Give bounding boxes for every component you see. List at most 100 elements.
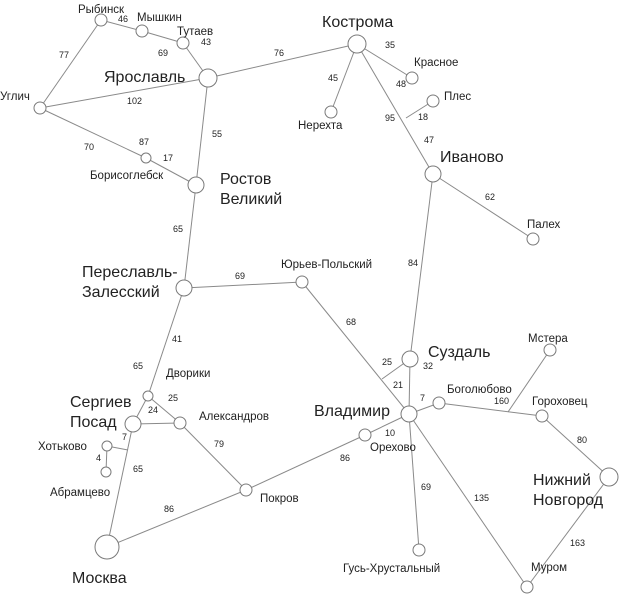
city-node-myshkin[interactable]	[135, 24, 149, 38]
road-line	[100, 19, 143, 32]
road-line	[106, 489, 247, 548]
road-line	[145, 157, 197, 186]
road-line	[245, 434, 366, 491]
city-node-pokrov[interactable]	[239, 483, 253, 497]
road-line	[207, 43, 358, 79]
city-label-borisoglebsk: Борисоглебск	[90, 170, 164, 182]
city-label-krasnoe: Красное	[414, 57, 458, 69]
city-label-nnovgorod: Нижний	[533, 472, 591, 489]
distance-label: 24	[148, 405, 158, 415]
city-node-nnovgorod[interactable]	[599, 467, 619, 487]
city-node-gus[interactable]	[412, 543, 426, 557]
distance-label: 135	[474, 493, 489, 503]
city-node-aleksandrov[interactable]	[173, 416, 187, 430]
city-label-pokrov: Покров	[260, 493, 299, 505]
road-line	[409, 173, 434, 360]
distance-label: 45	[328, 73, 338, 83]
city-label-pereslavl: Залесский	[82, 284, 160, 301]
city-node-orekhovo[interactable]	[358, 428, 372, 442]
city-node-khotkovo[interactable]	[101, 440, 113, 452]
road-line	[106, 423, 134, 548]
city-label-khotkovo: Хотьково	[38, 441, 87, 453]
city-node-yuryev[interactable]	[295, 275, 309, 289]
city-node-dvoriki[interactable]	[142, 390, 154, 402]
city-label-gus: Гусь-Хрустальный	[343, 563, 440, 575]
city-node-sergiev[interactable]	[124, 415, 142, 433]
city-node-kostroma[interactable]	[347, 34, 367, 54]
city-label-ples: Плес	[444, 91, 471, 103]
city-node-abramtsevo[interactable]	[100, 466, 112, 478]
city-node-rybinsk[interactable]	[94, 13, 108, 27]
city-label-dvoriki: Дворики	[166, 368, 210, 380]
city-node-ples[interactable]	[426, 94, 440, 108]
city-label-suzdal: Суздаль	[428, 344, 490, 361]
road-line	[438, 402, 543, 417]
city-node-mstera[interactable]	[543, 343, 557, 357]
road-line	[147, 395, 181, 424]
city-node-pereslavl[interactable]	[175, 279, 193, 297]
distance-label: 69	[158, 48, 168, 58]
road-line	[39, 19, 102, 109]
city-label-vladimir: Владимир	[314, 403, 390, 420]
road-line	[408, 413, 420, 551]
city-node-nerekhta[interactable]	[324, 105, 338, 119]
city-node-bogolyubovo[interactable]	[432, 396, 446, 410]
road-line	[141, 30, 184, 44]
distance-label: 25	[382, 357, 392, 367]
distance-label: 65	[133, 361, 143, 371]
city-node-suzdal[interactable]	[401, 350, 419, 368]
city-label-rostov: Ростов	[220, 171, 271, 188]
distance-label: 87	[139, 137, 149, 147]
road-line	[432, 173, 534, 240]
road-line	[526, 476, 610, 588]
distance-label: 55	[212, 129, 222, 139]
road-line	[408, 358, 411, 415]
city-node-rostov[interactable]	[187, 176, 205, 194]
city-label-rostov: Великий	[220, 191, 282, 208]
distance-label: 69	[235, 271, 245, 281]
city-node-ivanovo[interactable]	[424, 165, 442, 183]
road-line	[507, 349, 551, 413]
city-node-yaroslavl[interactable]	[198, 68, 218, 88]
distance-label: 163	[570, 538, 585, 548]
city-label-sergiev: Сергиев	[70, 394, 132, 411]
distance-label: 7	[122, 432, 127, 442]
city-label-palekh: Палех	[527, 219, 561, 231]
city-node-gorokhovets[interactable]	[535, 409, 549, 423]
distance-label: 46	[118, 14, 128, 24]
city-node-krasnoe[interactable]	[405, 71, 419, 85]
distance-label: 86	[340, 453, 350, 463]
road-line	[183, 184, 197, 289]
distance-label: 48	[396, 79, 406, 89]
distance-label: 43	[201, 37, 211, 47]
distance-label: 7	[420, 393, 425, 403]
distance-label: 4	[96, 453, 101, 463]
distance-label: 41	[172, 334, 182, 344]
city-node-murom[interactable]	[520, 580, 534, 594]
city-label-murom: Муром	[531, 562, 567, 574]
distance-label: 69	[421, 482, 431, 492]
city-label-rybinsk: Рыбинск	[78, 4, 125, 16]
road-line	[541, 415, 610, 478]
road-line	[356, 43, 413, 79]
city-label-nnovgorod: Новгород	[533, 492, 604, 509]
distance-label: 102	[127, 96, 142, 106]
distance-label: 70	[84, 142, 94, 152]
city-label-yaroslavl: Ярославль	[104, 69, 185, 86]
distance-label: 77	[59, 50, 69, 60]
road-line	[147, 287, 185, 397]
city-node-moscow[interactable]	[94, 534, 120, 560]
city-node-uglich[interactable]	[33, 101, 47, 115]
road-line	[179, 422, 247, 491]
distance-label: 10	[385, 428, 395, 438]
city-label-sergiev: Посад	[70, 414, 117, 431]
city-node-borisoglebsk[interactable]	[140, 152, 152, 164]
city-label-tutaev: Тутаев	[177, 26, 213, 38]
road-line	[183, 281, 303, 289]
distance-label: 25	[168, 393, 178, 403]
distance-label: 79	[214, 439, 224, 449]
city-node-tutaev[interactable]	[176, 36, 190, 50]
distance-label: 65	[173, 224, 183, 234]
city-node-vladimir[interactable]	[400, 405, 418, 423]
city-node-palekh[interactable]	[526, 232, 540, 246]
